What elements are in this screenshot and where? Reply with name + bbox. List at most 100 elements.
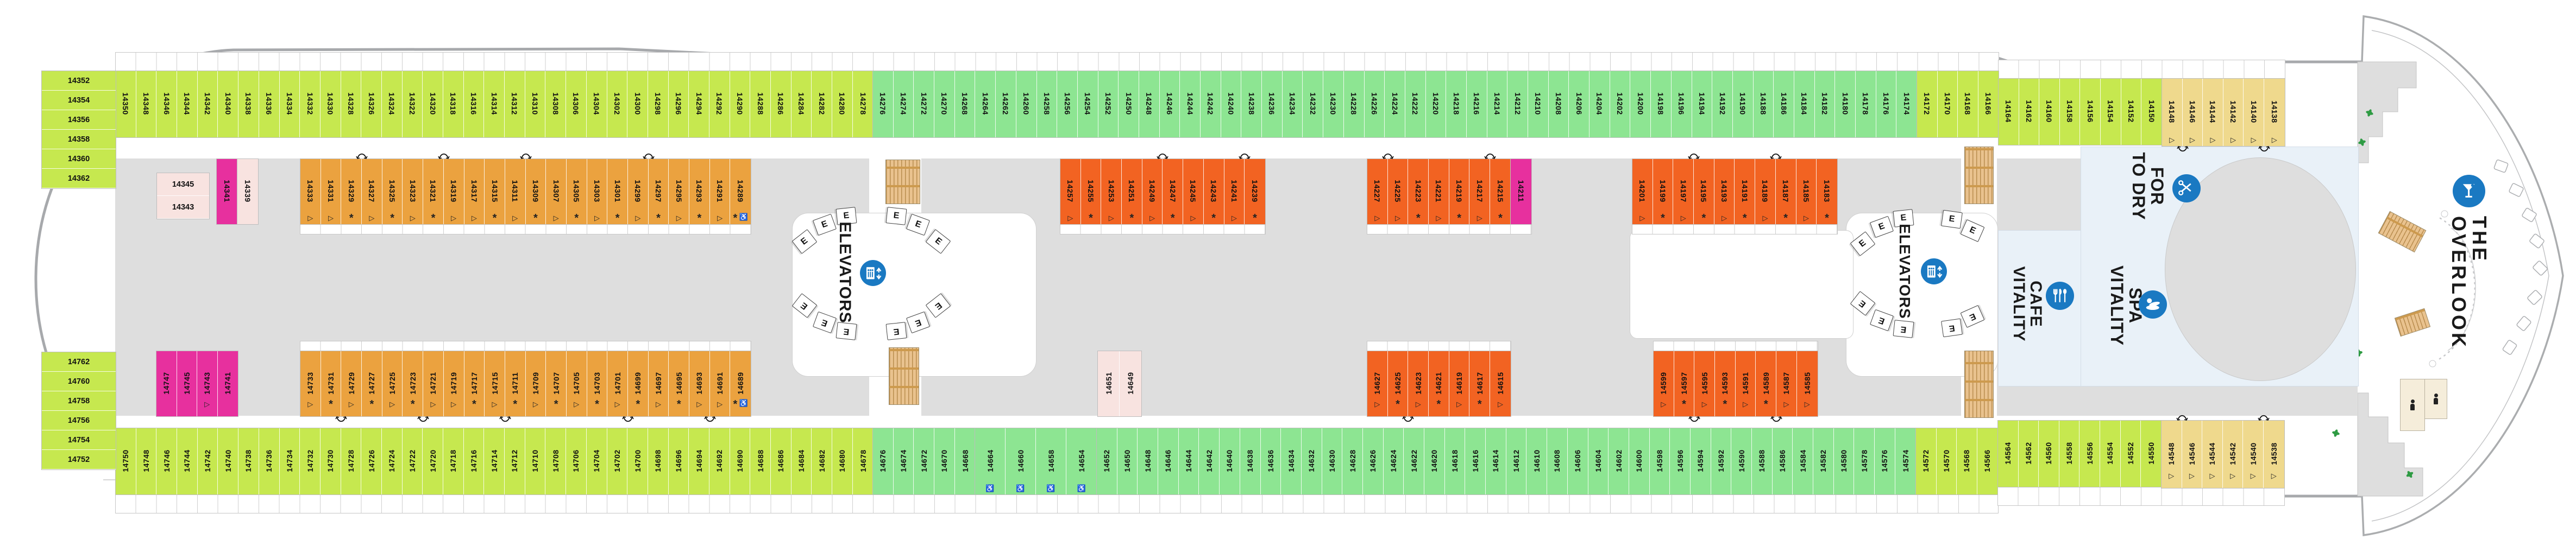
cabin-14256[interactable]: 14256 — [1057, 71, 1078, 137]
cabin-14587[interactable]: 14587▷ — [1770, 351, 1797, 422]
cabin-14748[interactable]: 14748 — [136, 428, 157, 494]
cabin-14642[interactable]: 14642 — [1199, 428, 1220, 494]
cabin-14264[interactable]: 14264 — [975, 71, 996, 137]
cabin-14692[interactable]: 14692 — [709, 428, 730, 494]
cabin-14727[interactable]: 14727* — [362, 351, 382, 416]
cabin-14747[interactable]: 14747 — [156, 351, 177, 416]
cabin-14752[interactable]: 14752 — [42, 450, 116, 469]
cabin-14174[interactable]: 14174 — [1896, 71, 1918, 137]
cabin-14554[interactable]: 14554 — [2100, 421, 2121, 487]
cabin-14178[interactable]: 14178 — [1856, 71, 1876, 137]
cabin-14599[interactable]: 14599▷ — [1654, 351, 1674, 416]
cabin-14232[interactable]: 14232 — [1303, 71, 1324, 137]
cabin-14538[interactable]: 14538▷ — [2258, 415, 2284, 488]
cabin-14309[interactable]: 14309* — [519, 153, 546, 224]
cabin-14722[interactable]: 14722 — [402, 428, 423, 494]
cabin-14756[interactable]: 14756 — [42, 411, 116, 430]
cabin-14717[interactable]: 14717* — [464, 351, 485, 416]
cabin-14306[interactable]: 14306 — [566, 71, 587, 137]
cabin-14542[interactable]: 14542▷ — [2222, 421, 2244, 488]
cabin-14695[interactable]: 14695* — [669, 351, 690, 416]
cabin-14736[interactable]: 14736 — [259, 428, 280, 494]
cabin-14688[interactable]: 14688 — [750, 428, 771, 494]
cabin-14206[interactable]: 14206 — [1569, 71, 1590, 137]
cabin-14344[interactable]: 14344 — [177, 71, 198, 137]
cabin-14150[interactable]: 14150 — [2141, 79, 2162, 145]
cabin-14164[interactable]: 14164 — [1999, 79, 2019, 145]
cabin-14188[interactable]: 14188 — [1753, 71, 1774, 137]
cabin-14317[interactable]: 14317▷ — [464, 159, 485, 224]
cabin-14704[interactable]: 14704 — [586, 428, 607, 494]
cabin-14618[interactable]: 14618 — [1444, 428, 1466, 494]
cabin-14329[interactable]: 14329* — [341, 159, 362, 224]
cabin-14556[interactable]: 14556 — [2079, 421, 2100, 487]
cabin-14716[interactable]: 14716 — [463, 428, 485, 494]
cabin-14626[interactable]: 14626 — [1362, 428, 1384, 494]
cabin-14212[interactable]: 14212 — [1507, 71, 1528, 137]
cabin-14590[interactable]: 14590 — [1731, 428, 1752, 494]
cabin-14544[interactable]: 14544▷ — [2202, 421, 2223, 488]
cabin-14249[interactable]: 14249▷ — [1142, 159, 1163, 224]
cabin-14258[interactable]: 14258 — [1036, 71, 1058, 137]
cabin-14649[interactable]: 14649 — [1120, 351, 1141, 416]
cabin-14240[interactable]: 14240 — [1221, 71, 1242, 137]
cabin-14242[interactable]: 14242 — [1201, 71, 1221, 137]
cabin-14227[interactable]: 14227▷ — [1367, 159, 1388, 224]
cabin-14210[interactable]: 14210 — [1528, 71, 1549, 137]
cabin-14346[interactable]: 14346 — [156, 71, 178, 137]
cabin-14292[interactable]: 14292 — [709, 71, 730, 137]
cabin-14255[interactable]: 14255* — [1080, 159, 1102, 224]
cabin-14627[interactable]: 14627▷ — [1367, 351, 1388, 416]
cabin-14585[interactable]: 14585▷ — [1796, 351, 1818, 416]
cabin-14650[interactable]: 14650 — [1117, 428, 1138, 494]
cabin-14743[interactable]: 14743▷ — [197, 351, 218, 416]
cabin-14682[interactable]: 14682 — [812, 428, 833, 494]
cabin-14572[interactable]: 14572 — [1916, 428, 1937, 494]
cabin-14299[interactable]: 14299▷ — [628, 159, 649, 224]
cabin-14360[interactable]: 14360 — [42, 149, 116, 169]
cabin-14678[interactable]: 14678 — [852, 428, 874, 494]
cabin-14191[interactable]: 14191* — [1735, 159, 1756, 224]
cabin-14703[interactable]: 14703* — [587, 351, 608, 416]
cabin-14690[interactable]: 14690 — [730, 428, 751, 494]
cabin-14154[interactable]: 14154 — [2100, 79, 2121, 145]
cabin-14272[interactable]: 14272 — [914, 71, 935, 137]
cabin-14723[interactable]: 14723* — [403, 351, 424, 416]
cabin-14706[interactable]: 14706 — [566, 428, 587, 494]
cabin-14709[interactable]: 14709▷ — [525, 351, 546, 416]
cabin-14696[interactable]: 14696 — [668, 428, 689, 494]
cabin-14726[interactable]: 14726 — [361, 428, 382, 494]
cabin-14593[interactable]: 14593* — [1715, 351, 1736, 416]
cabin-14224[interactable]: 14224 — [1385, 71, 1405, 137]
cabin-14689[interactable]: 14689* ♿ — [730, 351, 751, 416]
cabin-14604[interactable]: 14604 — [1588, 428, 1609, 494]
cabin-14619[interactable]: 14619▷ — [1449, 351, 1470, 416]
cabin-14316[interactable]: 14316 — [463, 71, 485, 137]
cabin-14568[interactable]: 14568 — [1957, 428, 1977, 494]
cabin-14615[interactable]: 14615▷ — [1490, 351, 1511, 416]
cabin-14168[interactable]: 14168 — [1958, 71, 1978, 137]
cabin-14668[interactable]: 14668 — [954, 428, 976, 494]
cabin-14719[interactable]: 14719▷ — [443, 351, 464, 416]
cabin-14548[interactable]: 14548▷ — [2162, 421, 2182, 488]
cabin-14156[interactable]: 14156 — [2080, 79, 2101, 145]
cabin-14680[interactable]: 14680 — [832, 428, 853, 494]
cabin-14710[interactable]: 14710 — [525, 428, 546, 494]
cabin-14721[interactable]: 14721▷ — [417, 351, 444, 422]
cabin-14194[interactable]: 14194 — [1692, 71, 1713, 137]
cabin-14623[interactable]: 14623▷ — [1402, 351, 1429, 422]
cabin-14202[interactable]: 14202 — [1610, 71, 1631, 137]
cabin-14712[interactable]: 14712 — [505, 428, 525, 494]
cabin-14597[interactable]: 14597* — [1674, 351, 1695, 416]
cabin-14592[interactable]: 14592 — [1711, 428, 1732, 494]
cabin-14594[interactable]: 14594 — [1690, 428, 1711, 494]
cabin-14318[interactable]: 14318 — [443, 71, 464, 137]
cabin-14612[interactable]: 14612 — [1506, 428, 1527, 494]
cabin-14296[interactable]: 14296 — [668, 71, 689, 137]
cabin-14741[interactable]: 14741 — [217, 351, 238, 416]
cabin-14280[interactable]: 14280 — [832, 71, 853, 137]
cabin-14322[interactable]: 14322 — [402, 71, 423, 137]
cabin-14708[interactable]: 14708 — [545, 428, 567, 494]
cabin-14628[interactable]: 14628 — [1342, 428, 1363, 494]
cabin-14558[interactable]: 14558 — [2059, 421, 2080, 487]
